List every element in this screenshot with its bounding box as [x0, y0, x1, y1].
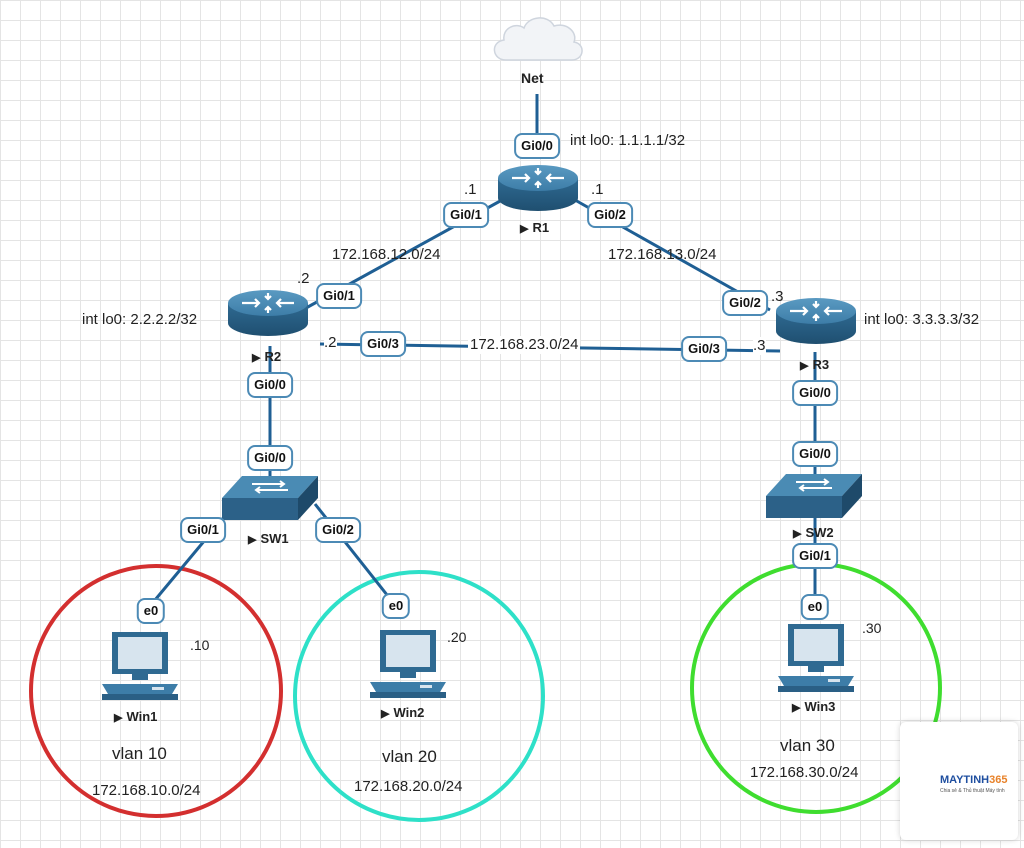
port-r2-gi03[interactable]: Gi0/3 [360, 331, 406, 357]
switch-sw2-icon[interactable] [765, 473, 863, 519]
subnet-r1-r3: 172.168.13.0/24 [608, 246, 717, 263]
ip-r2-gi01: .2 [297, 270, 310, 287]
port-r2-gi01[interactable]: Gi0/1 [316, 283, 362, 309]
host-win2-name: ▶Win2 [381, 705, 425, 720]
router-r1-name: ▶R1 [520, 220, 550, 235]
port-win3-e0[interactable]: e0 [800, 594, 830, 620]
subnet-r1-r2: 172.168.12.0/24 [332, 246, 441, 263]
play-triangle-icon: ▶ [792, 702, 801, 714]
vlan20-circle [293, 570, 545, 822]
port-sw1-gi02[interactable]: Gi0/2 [315, 517, 361, 543]
logo-brand: MAYTINH365 [940, 774, 1008, 786]
vlan10-subnet: 172.168.10.0/24 [92, 782, 201, 799]
vlan30-label: vlan 30 [780, 736, 835, 755]
port-sw2-gi00[interactable]: Gi0/0 [792, 441, 838, 467]
router-r3-name: ▶R3 [800, 357, 830, 372]
host-win3-name: ▶Win3 [792, 699, 836, 714]
pc-win3-icon[interactable] [778, 624, 854, 692]
play-triangle-icon: ▶ [800, 360, 809, 372]
switch-sw1-name: ▶SW1 [248, 531, 289, 546]
cloud-name: Net [521, 70, 544, 86]
port-r1-gi02[interactable]: Gi0/2 [587, 202, 633, 228]
play-triangle-icon: ▶ [793, 528, 802, 540]
router-r2-name: ▶R2 [252, 349, 282, 364]
host-win3-ip: .30 [862, 620, 882, 636]
port-sw1-gi00[interactable]: Gi0/0 [247, 445, 293, 471]
r2-loopback: int lo0: 2.2.2.2/32 [82, 311, 198, 328]
port-r3-gi03[interactable]: Gi0/3 [681, 336, 727, 362]
watermark-logo: MAYTINH365 Chia sẻ & Thủ thuật Máy tính [900, 722, 1018, 840]
ip-r1-gi01: .1 [464, 181, 477, 198]
vlan20-subnet: 172.168.20.0/24 [354, 778, 463, 795]
play-triangle-icon: ▶ [252, 352, 261, 364]
switch-sw1-icon[interactable] [221, 475, 319, 521]
port-win2-e0[interactable]: e0 [381, 593, 411, 619]
port-r1-gi01[interactable]: Gi0/1 [443, 202, 489, 228]
r1-loopback: int lo0: 1.1.1.1/32 [570, 132, 686, 149]
ip-r3-gi02: .3 [771, 288, 784, 305]
ip-r1-gi02: .1 [591, 181, 604, 198]
pc-win1-icon[interactable] [102, 632, 178, 700]
port-win1-e0[interactable]: e0 [136, 598, 166, 624]
pc-win2-icon[interactable] [370, 630, 446, 698]
port-r3-gi00[interactable]: Gi0/0 [792, 380, 838, 406]
vlan20-label: vlan 20 [382, 747, 437, 766]
host-win1-name: ▶Win1 [114, 709, 158, 724]
subnet-r2-r3: 172.168.23.0/24 [468, 336, 581, 354]
port-sw2-gi01[interactable]: Gi0/1 [792, 543, 838, 569]
port-r1-gi00[interactable]: Gi0/0 [514, 133, 560, 159]
vlan30-subnet: 172.168.30.0/24 [750, 764, 859, 781]
ip-r3-gi03: .3 [753, 337, 766, 355]
host-win2-ip: .20 [447, 629, 467, 645]
vlan10-label: vlan 10 [112, 744, 167, 763]
play-triangle-icon: ▶ [248, 534, 257, 546]
play-triangle-icon: ▶ [520, 223, 529, 235]
logo-tagline: Chia sẻ & Thủ thuật Máy tính [940, 788, 1005, 794]
router-r3-icon[interactable] [774, 296, 858, 346]
port-r2-gi00[interactable]: Gi0/0 [247, 372, 293, 398]
vlan10-circle [29, 564, 283, 818]
switch-sw2-name: ▶SW2 [793, 525, 834, 540]
router-r1-icon[interactable] [496, 163, 580, 213]
play-triangle-icon: ▶ [114, 712, 123, 724]
r3-loopback: int lo0: 3.3.3.3/32 [864, 311, 980, 328]
port-sw1-gi01[interactable]: Gi0/1 [180, 517, 226, 543]
ip-r2-gi03: .2 [324, 334, 337, 352]
router-r2-icon[interactable] [226, 288, 310, 338]
port-r3-gi02[interactable]: Gi0/2 [722, 290, 768, 316]
host-win1-ip: .10 [190, 637, 210, 653]
cloud-icon[interactable] [493, 17, 583, 61]
play-triangle-icon: ▶ [381, 708, 390, 720]
